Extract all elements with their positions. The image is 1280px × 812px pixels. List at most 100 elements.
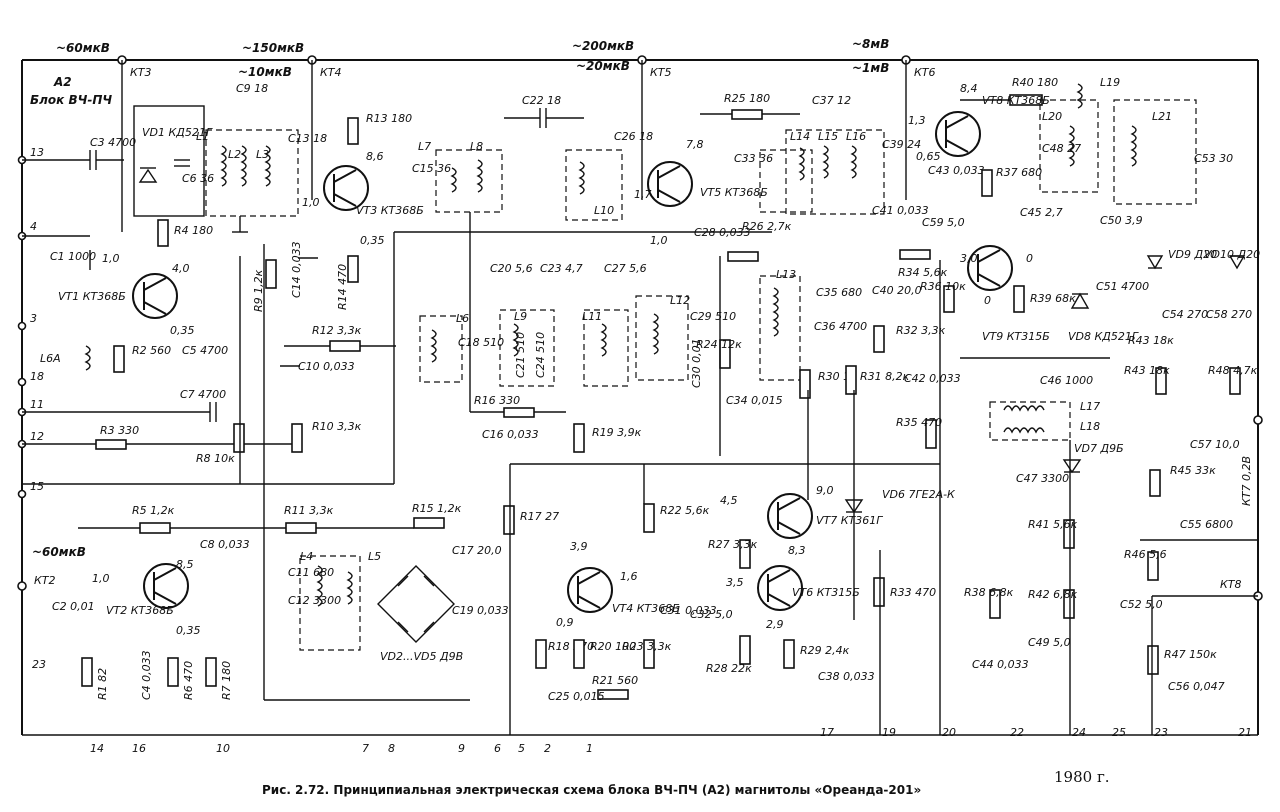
- svg-text:5: 5: [518, 742, 525, 755]
- svg-text:VT7 КТ361Г: VT7 КТ361Г: [816, 514, 883, 527]
- svg-text:R35 470: R35 470: [896, 416, 942, 429]
- svg-text:VD2...VD5 Д9В: VD2...VD5 Д9В: [380, 650, 463, 663]
- svg-text:C22 18: C22 18: [522, 94, 561, 107]
- block-name: Блок ВЧ-ПЧ: [30, 93, 112, 107]
- svg-text:R31 8,2к: R31 8,2к: [860, 370, 910, 383]
- test-point-kt3: ~60мкВ КТ3: [56, 41, 152, 79]
- svg-text:C19 0,033: C19 0,033: [452, 604, 509, 617]
- svg-text:3,9: 3,9: [570, 540, 588, 553]
- test-point-kt4: ~150мкВ ~10мкВ КТ4: [238, 41, 342, 79]
- svg-text:19: 19: [882, 726, 896, 739]
- svg-text:8,3: 8,3: [788, 544, 806, 557]
- svg-text:L16: L16: [846, 130, 866, 143]
- rf-amp-vt3: R13 180 8,6 VT3 КТ368Б 1,0 0,35 R9 1,2к …: [252, 60, 424, 453]
- svg-text:L10: L10: [594, 204, 614, 217]
- svg-text:R29 2,4к: R29 2,4к: [800, 644, 850, 657]
- svg-text:23: 23: [32, 658, 46, 671]
- svg-text:10: 10: [216, 742, 230, 755]
- svg-text:C1 1000: C1 1000: [50, 250, 96, 263]
- svg-text:R47 150к: R47 150к: [1164, 648, 1217, 661]
- svg-text:C31 0,033: C31 0,033: [660, 604, 717, 617]
- test-point-kt6: ~8мВ ~1мВ КТ6: [852, 37, 936, 79]
- svg-text:1,6: 1,6: [620, 570, 638, 583]
- svg-text:R7 180: R7 180: [220, 661, 233, 700]
- svg-text:0,35: 0,35: [360, 234, 385, 247]
- svg-text:C21 510: C21 510: [514, 332, 527, 378]
- svg-text:C42 0,033: C42 0,033: [904, 372, 961, 385]
- svg-text:C55 6800: C55 6800: [1180, 518, 1233, 531]
- test-point-kt2: ~60мкВ КТ2: [17, 545, 86, 591]
- svg-text:C43 0,033: C43 0,033: [928, 164, 985, 177]
- svg-text:C36 4700: C36 4700: [814, 320, 867, 333]
- svg-text:15: 15: [30, 480, 44, 493]
- svg-text:L2: L2: [228, 148, 241, 161]
- svg-text:L4: L4: [300, 550, 313, 563]
- svg-text:4,0: 4,0: [172, 262, 190, 275]
- svg-text:R14 470: R14 470: [336, 264, 349, 310]
- svg-text:L20: L20: [1042, 110, 1062, 123]
- svg-text:17: 17: [820, 726, 834, 739]
- detector-section: C46 1000 L17 L18 C57 10,0 VD7 Д9Б R45 33…: [989, 374, 1240, 531]
- oscillator-vt2: R5 1,2к R11 3,3к R15 1,2к C8 0,033 VT2 К…: [52, 502, 462, 700]
- svg-text:C33 36: C33 36: [734, 152, 773, 165]
- svg-text:C40 20,0: C40 20,0: [872, 284, 922, 297]
- svg-text:R32 3,3к: R32 3,3к: [896, 324, 946, 337]
- svg-text:R9 1,2к: R9 1,2к: [252, 269, 265, 312]
- svg-text:R26 2,7к: R26 2,7к: [742, 220, 792, 233]
- svg-text:~1мВ: ~1мВ: [852, 61, 889, 75]
- svg-text:~60мкВ: ~60мкВ: [56, 41, 110, 55]
- svg-text:11: 11: [30, 398, 44, 411]
- svg-text:C3 4700: C3 4700: [90, 136, 136, 149]
- svg-text:R8 10к: R8 10к: [196, 452, 235, 465]
- svg-text:C23 4,7: C23 4,7: [540, 262, 583, 275]
- svg-text:C14 0,033: C14 0,033: [290, 241, 303, 298]
- svg-text:C48 27: C48 27: [1042, 142, 1081, 155]
- svg-text:C25 0,015: C25 0,015: [548, 690, 605, 703]
- vt4-stage: R17 27 R22 5,6к 3,9 1,6 0,9 VT4 КТ368Б C…: [503, 503, 717, 703]
- svg-text:VD9 Д20: VD9 Д20: [1168, 248, 1217, 261]
- svg-text:R37 680: R37 680: [996, 166, 1042, 179]
- svg-text:R6 470: R6 470: [182, 661, 195, 700]
- svg-text:C18 510: C18 510: [458, 336, 504, 349]
- svg-text:25: 25: [1112, 726, 1126, 739]
- svg-text:C8 0,033: C8 0,033: [200, 538, 250, 551]
- year-label: 1980 г.: [1054, 768, 1110, 786]
- bottom-right-network: R38 6,8к R41 5,6к R42 6,8к C44 0,033 C49…: [964, 518, 1225, 693]
- svg-text:~10мкВ: ~10мкВ: [238, 65, 292, 79]
- svg-text:14: 14: [90, 742, 104, 755]
- svg-text:C59 5,0: C59 5,0: [922, 216, 965, 229]
- svg-text:C56 0,047: C56 0,047: [1168, 680, 1225, 693]
- svg-text:C38 0,033: C38 0,033: [818, 670, 875, 683]
- svg-text:R48 4,7к: R48 4,7к: [1208, 364, 1258, 377]
- svg-text:1,0: 1,0: [102, 252, 120, 265]
- svg-text:VT9 КТ315Б: VT9 КТ315Б: [982, 330, 1050, 343]
- svg-text:L5: L5: [368, 550, 381, 563]
- svg-text:C44 0,033: C44 0,033: [972, 658, 1029, 671]
- test-point-kt5: ~200мкВ ~20мкВ КТ5: [572, 39, 672, 79]
- svg-text:L3: L3: [256, 148, 269, 161]
- wiring: [22, 60, 1258, 736]
- svg-text:23: 23: [1154, 726, 1168, 739]
- svg-text:C52 5,0: C52 5,0: [1120, 598, 1163, 611]
- svg-text:C27 5,6: C27 5,6: [604, 262, 647, 275]
- svg-text:1,0: 1,0: [92, 572, 110, 585]
- svg-text:R36 10к: R36 10к: [920, 280, 966, 293]
- svg-text:L11: L11: [582, 310, 602, 323]
- svg-text:R43 18к: R43 18к: [1124, 364, 1170, 377]
- svg-text:C35 680: C35 680: [816, 286, 862, 299]
- svg-text:8,5: 8,5: [176, 558, 194, 571]
- svg-text:L17: L17: [1080, 400, 1100, 413]
- svg-text:R24 12к: R24 12к: [696, 338, 742, 351]
- svg-text:1,7: 1,7: [634, 188, 652, 201]
- svg-text:VD1 КД521Г: VD1 КД521Г: [142, 126, 213, 139]
- svg-text:VT4 КТ368Б: VT4 КТ368Б: [612, 602, 680, 615]
- svg-text:R46 5,6: R46 5,6: [1124, 548, 1167, 561]
- svg-text:2,9: 2,9: [766, 618, 784, 631]
- svg-text:~8мВ: ~8мВ: [852, 37, 889, 51]
- svg-text:C53 30: C53 30: [1194, 152, 1233, 165]
- svg-text:C12 3300: C12 3300: [288, 594, 341, 607]
- svg-text:9: 9: [458, 742, 465, 755]
- svg-text:8: 8: [388, 742, 395, 755]
- svg-text:2: 2: [544, 742, 551, 755]
- svg-text:C46 1000: C46 1000: [1040, 374, 1093, 387]
